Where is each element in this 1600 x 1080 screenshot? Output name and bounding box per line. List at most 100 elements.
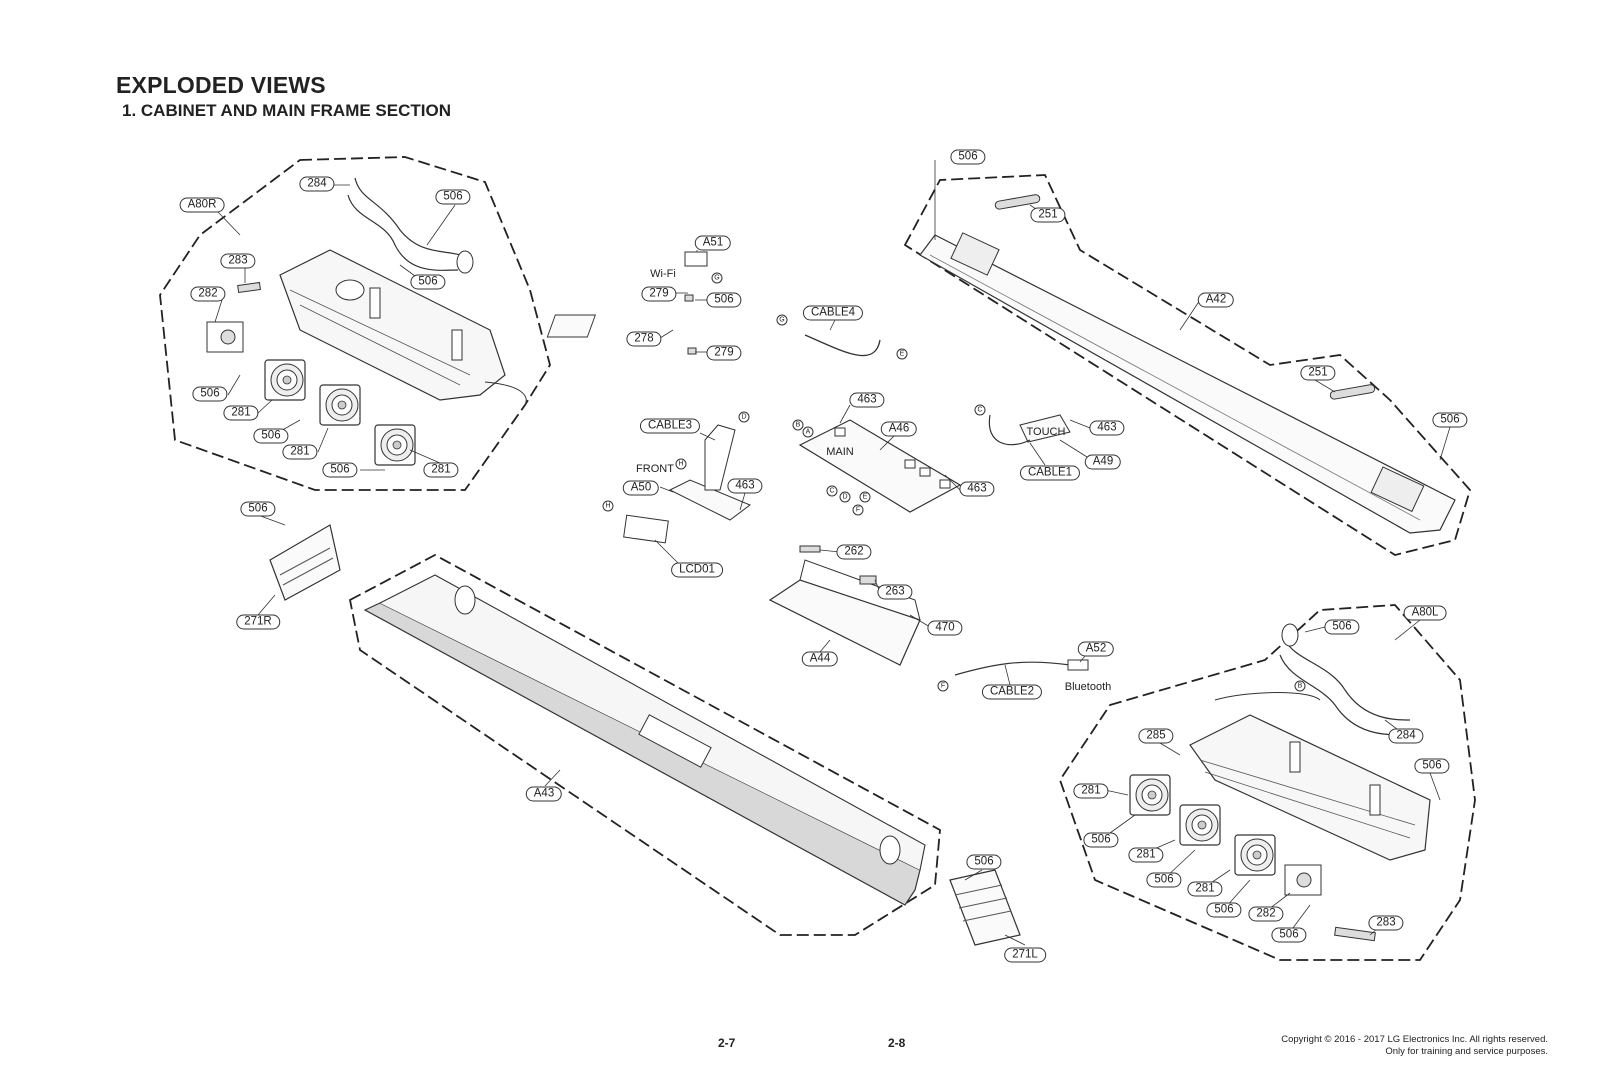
label-281: 281 <box>423 462 459 478</box>
a80r-group <box>159 156 551 491</box>
label-a44: A44 <box>801 651 839 667</box>
label-506: 506 <box>240 501 276 517</box>
label-touch: TOUCH <box>1026 426 1066 438</box>
label-506: 506 <box>1324 619 1360 635</box>
label-cable3: CABLE3 <box>639 418 701 434</box>
label-506: 506 <box>950 149 986 165</box>
label-271l: 271L <box>1004 947 1046 963</box>
label-cable2: CABLE2 <box>981 684 1043 700</box>
connector-c: C <box>826 485 838 497</box>
label-cable4: CABLE4 <box>802 305 864 321</box>
label-463: 463 <box>849 392 885 408</box>
label-271r: 271R <box>236 614 280 630</box>
connector-e: E <box>896 348 908 360</box>
label-284: 284 <box>1388 728 1424 744</box>
label-506: 506 <box>1206 902 1242 918</box>
label-281: 281 <box>1128 847 1164 863</box>
label-463: 463 <box>1089 420 1125 436</box>
main-board <box>798 419 962 513</box>
label-279: 279 <box>706 345 742 361</box>
label-a52: A52 <box>1077 641 1115 657</box>
label-a46: A46 <box>880 421 918 437</box>
leader-lines <box>214 160 1451 946</box>
connector-b: B <box>792 419 804 431</box>
connector-c: C <box>974 404 986 416</box>
label-506: 506 <box>966 854 1002 870</box>
label-506: 506 <box>253 428 289 444</box>
label-506: 506 <box>435 189 471 205</box>
grille-271r <box>269 524 341 601</box>
label-lcd01: LCD01 <box>671 562 723 578</box>
label-506: 506 <box>1146 872 1182 888</box>
label-283: 283 <box>220 253 256 269</box>
connector-d: D <box>839 491 851 503</box>
connector-f: F <box>937 680 949 692</box>
label-wifi: Wi-Fi <box>650 268 676 280</box>
label-506: 506 <box>192 386 228 402</box>
label-a80r: A80R <box>179 197 225 213</box>
label-262: 262 <box>836 544 872 560</box>
a43-group <box>348 553 941 936</box>
label-281: 281 <box>282 444 318 460</box>
wifi-module <box>546 251 708 355</box>
grille-271l <box>949 869 1021 946</box>
connector-h: H <box>602 500 614 512</box>
label-506: 506 <box>1271 927 1307 943</box>
connector-a: A <box>802 426 814 438</box>
connector-f: F <box>852 504 864 516</box>
label-463: 463 <box>959 481 995 497</box>
label-a49: A49 <box>1084 454 1122 470</box>
label-282: 282 <box>1248 906 1284 922</box>
a80l-group <box>1059 604 1476 961</box>
cable4-wire <box>804 334 881 357</box>
label-front: FRONT <box>636 463 674 475</box>
label-506: 506 <box>322 462 358 478</box>
label-506: 506 <box>1414 758 1450 774</box>
connector-e: E <box>859 491 871 503</box>
label-bluetooth: Bluetooth <box>1064 681 1112 693</box>
page-number-right: 2-8 <box>888 1036 906 1050</box>
usage-note: Only for training and service purposes. <box>1385 1046 1548 1057</box>
bluetooth-module <box>954 659 1089 676</box>
label-284: 284 <box>299 176 335 192</box>
label-281: 281 <box>1073 783 1109 799</box>
connector-b: B <box>1294 680 1306 692</box>
label-a43: A43 <box>525 786 563 802</box>
label-a51: A51 <box>694 235 732 251</box>
label-506: 506 <box>706 292 742 308</box>
label-cable1: CABLE1 <box>1019 465 1081 481</box>
copyright-block: Copyright © 2016 - 2017 LG Electronics I… <box>1281 1034 1548 1058</box>
label-a42: A42 <box>1197 292 1235 308</box>
connector-g: G <box>711 272 723 284</box>
label-282: 282 <box>190 286 226 302</box>
section-title: 1. CABINET AND MAIN FRAME SECTION <box>122 101 451 120</box>
label-278: 278 <box>626 331 662 347</box>
label-279: 279 <box>641 286 677 302</box>
connector-d: D <box>738 411 750 423</box>
label-251: 251 <box>1300 365 1336 381</box>
copyright-text: Copyright © 2016 - 2017 LG Electronics I… <box>1281 1034 1548 1045</box>
label-281: 281 <box>1187 881 1223 897</box>
label-506: 506 <box>1083 832 1119 848</box>
page-number-left: 2-7 <box>718 1036 736 1050</box>
page-title: EXPLODED VIEWS <box>116 72 326 98</box>
touch-board <box>988 414 1071 446</box>
connector-g: G <box>776 314 788 326</box>
label-283: 283 <box>1368 915 1404 931</box>
a42-group <box>903 174 1472 556</box>
label-main: MAIN <box>826 446 854 458</box>
label-a80l: A80L <box>1403 605 1447 621</box>
a44-bracket <box>768 545 921 666</box>
label-463: 463 <box>727 478 763 494</box>
label-251: 251 <box>1030 207 1066 223</box>
front-board <box>623 424 751 544</box>
label-506: 506 <box>1432 412 1468 428</box>
label-281: 281 <box>223 405 259 421</box>
label-263: 263 <box>877 584 913 600</box>
label-285: 285 <box>1138 728 1174 744</box>
connector-h: H <box>675 458 687 470</box>
label-470: 470 <box>927 620 963 636</box>
label-506: 506 <box>410 274 446 290</box>
